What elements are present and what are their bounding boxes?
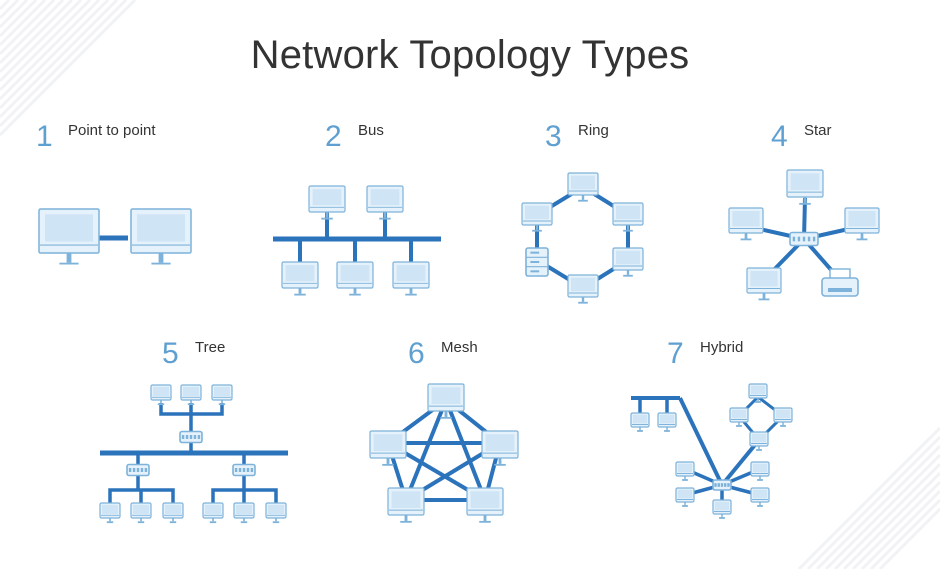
decorative-stripe [0, 0, 47, 47]
computer-icon [728, 207, 764, 241]
computer-icon [211, 384, 233, 406]
computer-icon [612, 202, 644, 232]
decorative-stripe [797, 426, 940, 569]
computer-icon [567, 172, 599, 202]
computer-icon [481, 430, 519, 466]
computer-icon [612, 247, 644, 277]
decorative-stripe [0, 0, 65, 65]
computer-icon [387, 487, 425, 523]
computer-icon [180, 384, 202, 406]
computer-icon [567, 274, 599, 304]
decorative-stripe [0, 0, 20, 20]
computer-icon [233, 502, 255, 524]
computer-icon [38, 208, 100, 265]
computer-icon [773, 407, 793, 427]
computer-icon [675, 487, 695, 507]
switch-icon [232, 463, 256, 477]
topology-name: Mesh [441, 339, 478, 356]
computer-icon [366, 185, 404, 220]
computer-icon [675, 461, 695, 481]
decorative-stripe [806, 435, 940, 569]
computer-icon [630, 412, 650, 432]
topology-number: 1 [36, 120, 53, 153]
decorative-stripe [0, 0, 128, 128]
computer-icon [748, 383, 768, 403]
decorative-stripe [0, 0, 74, 74]
decorative-stripe [0, 0, 29, 29]
decorative-stripe [851, 480, 940, 569]
printer-icon [821, 268, 859, 297]
decorative-stripe [815, 444, 940, 569]
computer-icon [466, 487, 504, 523]
decorative-stripe [0, 0, 83, 83]
switch-icon [789, 231, 819, 247]
computer-icon [162, 502, 184, 524]
switch-icon [126, 463, 150, 477]
decorative-stripe [860, 489, 940, 569]
topology-number: 4 [771, 120, 788, 153]
computer-icon [281, 261, 319, 296]
topology-number: 5 [162, 337, 179, 370]
decorative-stripe [0, 0, 11, 11]
decorative-stripe [842, 471, 940, 569]
topology-number: 7 [667, 337, 684, 370]
computer-icon [265, 502, 287, 524]
computer-icon [746, 267, 782, 301]
connection-line [535, 184, 630, 291]
page-title: Network Topology Types [250, 33, 690, 77]
computer-icon [712, 499, 732, 519]
computer-icon [521, 202, 553, 232]
computer-icon [99, 502, 121, 524]
topology-name: Tree [195, 339, 226, 356]
connection-line [444, 399, 487, 501]
computer-icon [786, 169, 824, 205]
devices [38, 169, 880, 524]
decorative-stripe [833, 462, 940, 569]
computer-icon [657, 412, 677, 432]
decorative-stripe [0, 0, 101, 101]
topology-number: 2 [325, 120, 342, 153]
computer-icon [130, 502, 152, 524]
switch-icon [179, 430, 203, 444]
connection-line [678, 397, 724, 486]
decorative-stripe [0, 0, 38, 38]
decorative-stripe [0, 0, 110, 110]
computer-icon [729, 407, 749, 427]
topology-name: Point to point [68, 122, 156, 139]
decorative-stripe [0, 0, 92, 92]
decorative-stripe [0, 0, 137, 137]
decorative-stripe [0, 0, 56, 56]
decorative-stripe [824, 453, 940, 569]
topology-name: Star [804, 122, 832, 139]
decorative-stripe [878, 507, 940, 569]
computer-icon [749, 431, 769, 451]
topology-name: Hybrid [700, 339, 744, 356]
computer-icon [427, 383, 465, 419]
computer-icon [369, 430, 407, 466]
computer-icon [750, 461, 770, 481]
decorative-stripe [869, 498, 940, 569]
computer-icon [392, 261, 430, 296]
computer-icon [202, 502, 224, 524]
topology-number: 3 [545, 120, 562, 153]
computer-icon [308, 185, 346, 220]
connection-line [720, 438, 761, 487]
computer-icon [336, 261, 374, 296]
computer-icon [150, 384, 172, 406]
decorative-stripe [0, 0, 119, 119]
computer-icon [130, 208, 192, 265]
topology-name: Ring [578, 122, 609, 139]
computer-icon [750, 487, 770, 507]
switch-icon [712, 479, 732, 491]
connection-line [404, 399, 448, 501]
server-icon [525, 247, 549, 277]
topology-name: Bus [358, 122, 384, 139]
computer-icon [844, 207, 880, 241]
topology-number: 6 [408, 337, 425, 370]
